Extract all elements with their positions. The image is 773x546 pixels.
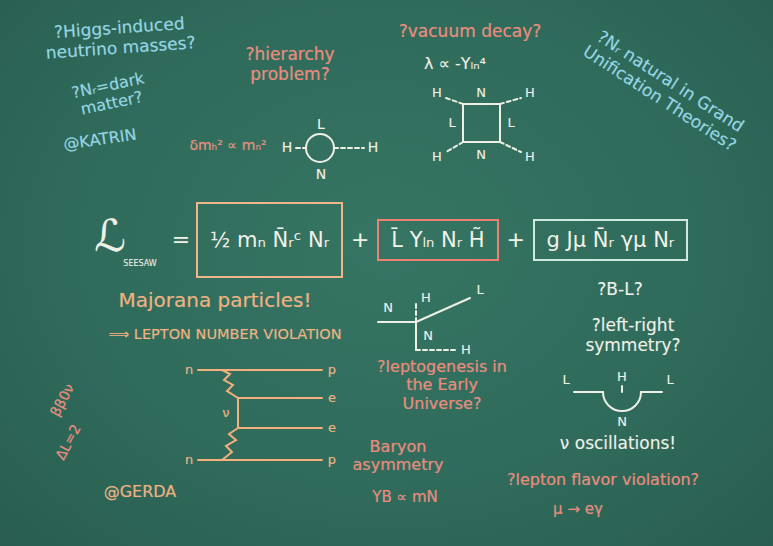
- higgs-line: [296, 147, 306, 149]
- question-note: ?left-right symmetry?: [573, 316, 693, 355]
- w-boson: [222, 370, 238, 398]
- particle-letter: p: [328, 363, 336, 378]
- nucleon-line: [198, 369, 322, 371]
- gauge-term: g Jμ N̄ᵣ γμ Nᵣ: [533, 219, 689, 261]
- fermion-line: [641, 391, 662, 393]
- fermion-arc: [603, 392, 641, 411]
- yukawa-term: L̄ Yₗₙ Nᵣ H̃: [377, 219, 498, 261]
- particle-letter: N: [476, 148, 486, 163]
- experiment-note: @KATRIN: [62, 126, 137, 154]
- question-note: ?lepton flavor violation?: [507, 471, 699, 489]
- term-text: ½ mₙ N̄ᵣᶜ Nᵣ: [210, 228, 329, 252]
- plus-sign: +: [351, 227, 369, 252]
- particle-letter: ν: [222, 406, 229, 421]
- higgs-line: [415, 302, 417, 322]
- particle-letter: L: [448, 116, 455, 131]
- higgs-line: [446, 142, 463, 152]
- particle-letter: e: [328, 391, 336, 406]
- particle-letter: H: [432, 86, 442, 101]
- particle-letter: L: [666, 373, 673, 388]
- particle-letter: H: [617, 370, 627, 385]
- particle-letter: H: [368, 139, 379, 155]
- fermion-line: [574, 391, 603, 393]
- electron-line: [238, 427, 322, 429]
- higgs-line: [416, 349, 456, 351]
- note: Baryon asymmetry: [348, 438, 448, 475]
- higgs-line: [446, 98, 463, 104]
- formula: δmₕ² ∝ mₙ²: [189, 137, 266, 153]
- particle-letter: H: [461, 343, 471, 358]
- higgs-line: [334, 147, 364, 149]
- neutrino-line: [237, 398, 239, 428]
- plus-sign: +: [506, 227, 524, 252]
- term-text: g Jμ N̄ᵣ γμ Nᵣ: [547, 228, 675, 252]
- question-note: ?Nᵣ natural in Grand Unification Theorie…: [577, 23, 753, 157]
- majorana-mass-term: ½ mₙ N̄ᵣᶜ Nᵣ: [196, 202, 343, 278]
- term-text: L̄ Yₗₙ Nᵣ H̃: [391, 228, 484, 252]
- equals-sign: =: [172, 227, 190, 252]
- exclamation-note: ν oscillations!: [560, 434, 676, 454]
- particle-letter: n: [185, 363, 193, 378]
- particle-letter: p: [328, 453, 336, 468]
- particle-letter: N: [423, 329, 433, 344]
- formula: ΔL=2: [52, 421, 84, 462]
- question-note: ?leptogenesis in the Early Universe?: [367, 358, 517, 413]
- question-note: ?Nᵣ=dark matter?: [47, 65, 172, 126]
- formula: λ ∝ -Yₗₙ⁴: [424, 55, 486, 73]
- particle-letter: H: [432, 150, 442, 165]
- formula: μ → eγ: [553, 501, 603, 518]
- question-note: ?vacuum decay?: [399, 22, 541, 42]
- particle-letter: N: [476, 86, 486, 101]
- particle-letter: L: [317, 116, 325, 132]
- particle-letter: e: [328, 421, 336, 436]
- lagrangian-symbol: ℒ: [94, 211, 126, 262]
- particle-letter: L: [476, 283, 483, 298]
- electron-line: [238, 397, 322, 399]
- particle-letter: L: [562, 373, 569, 388]
- particle-letter: L: [507, 116, 514, 131]
- particle-letter: H: [421, 291, 431, 306]
- fermion-line: [378, 321, 416, 323]
- particle-letter: H: [525, 86, 535, 101]
- particle-letter: N: [383, 301, 393, 316]
- higgs-line: [500, 142, 521, 152]
- question-note: ?B-L?: [597, 280, 642, 300]
- fermion-line: [415, 322, 417, 350]
- exclamation-note: Majorana particles!: [119, 289, 312, 312]
- particle-letter: N: [316, 166, 326, 182]
- process-name: ββ0ν: [47, 381, 77, 419]
- particle-letter: N: [617, 415, 627, 430]
- loop-circle: [306, 134, 334, 162]
- higgs-line: [500, 98, 521, 104]
- nucleon-line: [198, 459, 322, 461]
- particle-letter: H: [282, 139, 293, 155]
- box-diagram: [463, 104, 500, 142]
- question-note: ?Higgs-induced neutrino masses?: [34, 13, 206, 64]
- particle-letter: n: [185, 453, 193, 468]
- w-boson: [222, 428, 238, 460]
- formula: YB ∝ mN: [372, 489, 438, 506]
- higgs-line: [621, 386, 623, 392]
- experiment-note: @GERDA: [104, 483, 177, 501]
- subscript: SEESAW: [123, 259, 156, 268]
- exclamation-note: ⟹ LEPTON NUMBER VIOLATION: [108, 326, 341, 343]
- particle-letter: H: [525, 150, 535, 165]
- question-note: ?hierarchy problem?: [235, 45, 345, 84]
